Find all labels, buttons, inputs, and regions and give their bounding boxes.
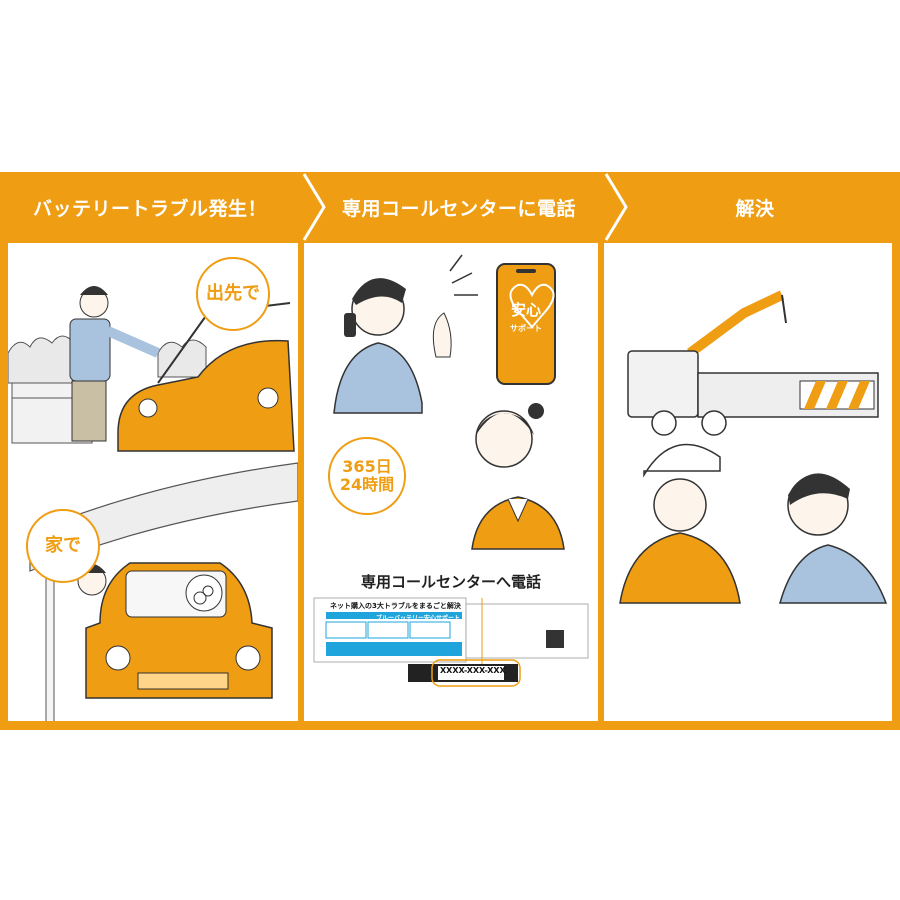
badge-hours: 365日 24時間 xyxy=(328,437,406,515)
panel-trouble: 出先で 家で xyxy=(8,243,298,721)
badge-outside: 出先で xyxy=(196,257,270,331)
step-title-trouble: バッテリートラブル発生！ xyxy=(32,197,267,220)
phone-logo-sub: サポート xyxy=(510,324,542,333)
resolved-illustration xyxy=(619,290,888,604)
chevron-right-icon xyxy=(604,173,628,241)
badge-home: 家で xyxy=(26,509,100,583)
steps-header: バッテリートラブル発生！ 専用コールセンターに電話 解決 xyxy=(0,172,900,242)
caller-illustration xyxy=(333,254,544,468)
card-phone-number: XXXX-XXX-XXX xyxy=(440,666,506,675)
step-title-resolved: 解決 xyxy=(735,197,775,220)
card-product: ブルーバッテリー安心サポート xyxy=(376,615,460,622)
smartphone-illustration xyxy=(496,263,556,385)
card-headline: ネット購入の3大トラブルをまるごと解決 xyxy=(330,602,461,610)
support-card-illustration xyxy=(313,597,589,687)
panel-resolved xyxy=(604,243,892,721)
home-trouble-illustration xyxy=(29,462,298,721)
step-title-call: 専用コールセンターに電話 xyxy=(341,197,576,220)
badge-hours-line1: 365日 xyxy=(342,456,392,476)
phone-logo-main: 安心 xyxy=(510,301,541,319)
call-center-caption: 専用コールセンターへ電話 xyxy=(360,573,541,591)
chevron-right-icon xyxy=(302,173,326,241)
process-frame: バッテリートラブル発生！ 専用コールセンターに電話 解決 xyxy=(0,172,900,730)
operator-uniform-illustration xyxy=(471,496,565,550)
badge-hours-line2: 24時間 xyxy=(339,475,395,494)
roadside-trouble-illustration xyxy=(8,286,295,452)
panel-call: 安心 サポート 365日 24時間 専用コールセンターへ電話 xyxy=(304,243,598,721)
